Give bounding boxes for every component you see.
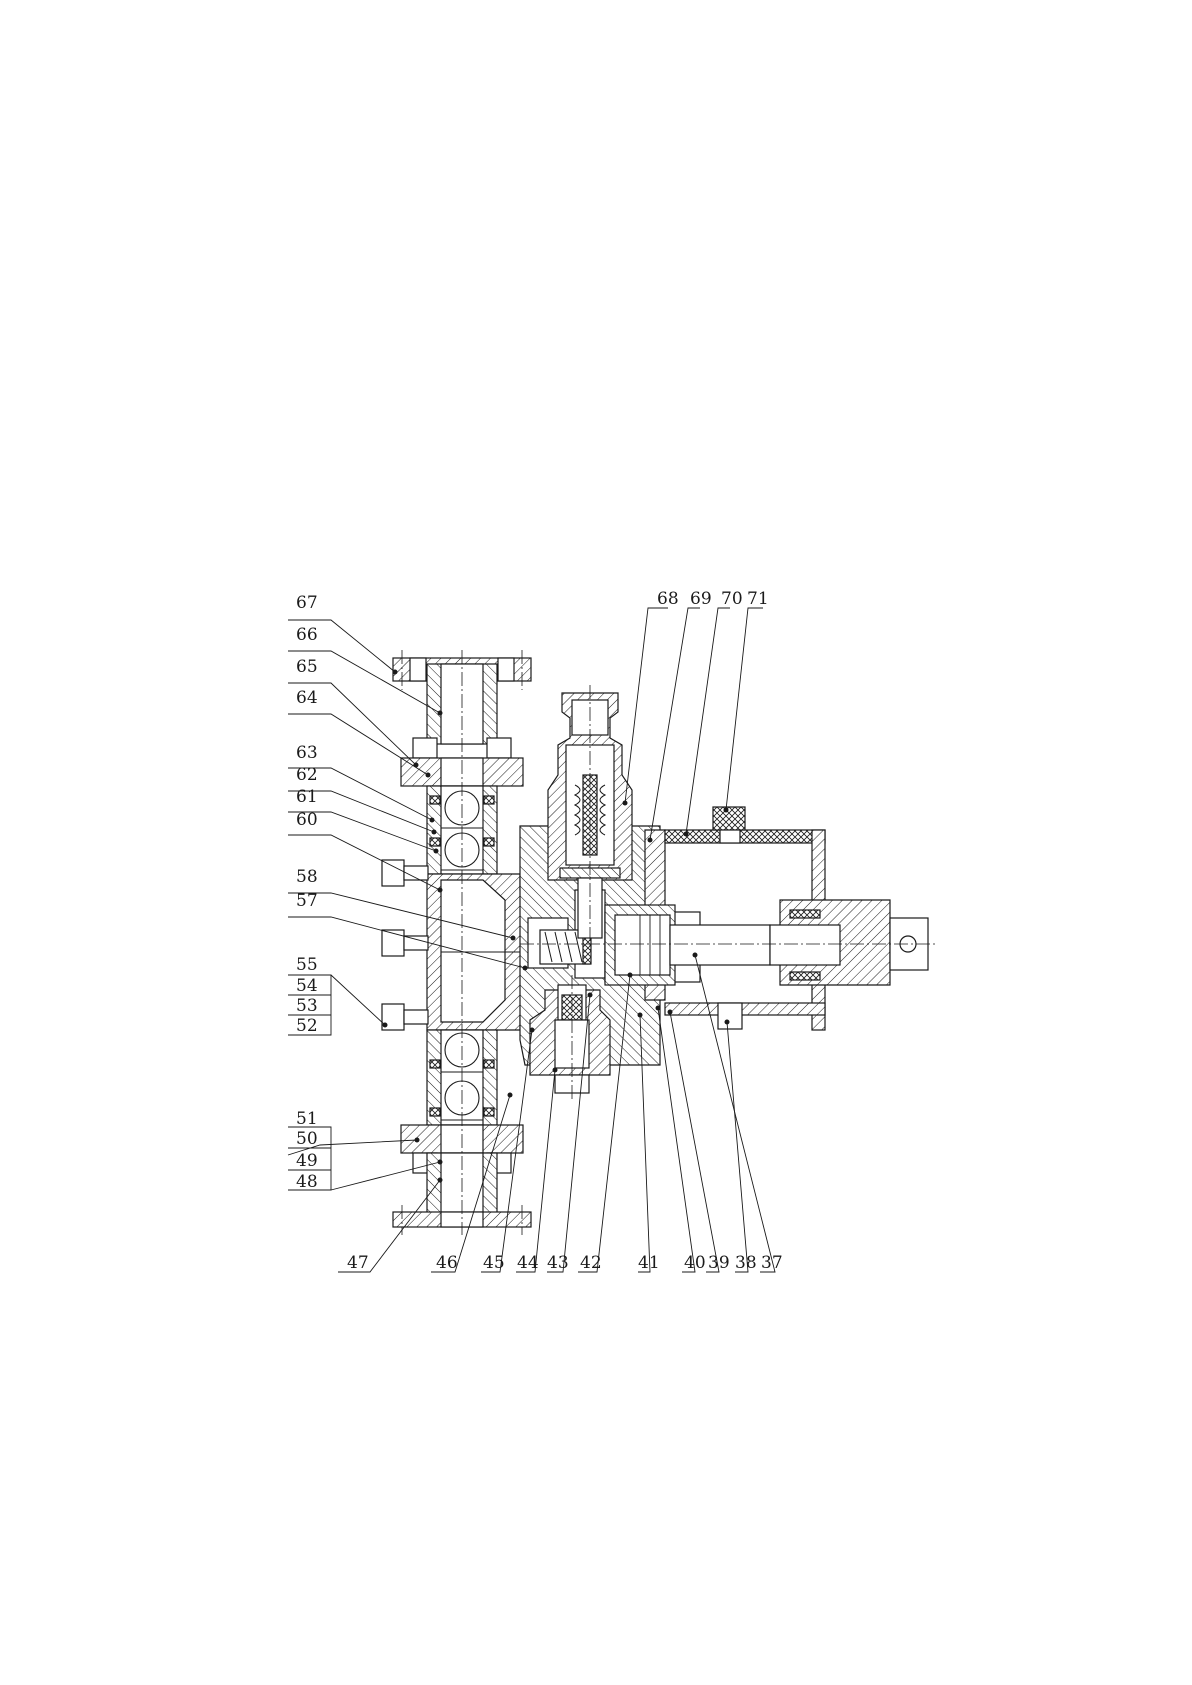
label-41: 41 <box>638 1253 660 1273</box>
label-49: 49 <box>296 1151 318 1171</box>
plunger-rod <box>670 925 770 965</box>
oil-plug <box>713 807 745 830</box>
label-62: 62 <box>296 765 318 785</box>
label-66: 66 <box>296 625 318 645</box>
label-61: 61 <box>296 787 318 807</box>
label-38: 38 <box>735 1253 757 1273</box>
label-53: 53 <box>296 996 318 1016</box>
label-58: 58 <box>296 867 318 887</box>
label-64: 64 <box>296 688 318 708</box>
label-46: 46 <box>436 1253 458 1273</box>
label-54: 54 <box>296 976 318 996</box>
label-55: 55 <box>296 955 318 975</box>
label-65: 65 <box>296 657 318 677</box>
label-47: 47 <box>347 1253 369 1273</box>
label-67: 67 <box>296 593 318 613</box>
label-60: 60 <box>296 810 318 830</box>
label-43: 43 <box>547 1253 569 1273</box>
top-labels: 68 69 70 71 <box>657 589 769 609</box>
label-52: 52 <box>296 1016 318 1036</box>
label-44: 44 <box>517 1253 539 1273</box>
label-68: 68 <box>657 589 679 609</box>
label-45: 45 <box>483 1253 505 1273</box>
label-42: 42 <box>580 1253 602 1273</box>
label-63: 63 <box>296 743 318 763</box>
housing-top-wall <box>665 830 825 843</box>
label-39: 39 <box>708 1253 730 1273</box>
label-40: 40 <box>684 1253 706 1273</box>
bottom-labels: 47 46 45 44 43 42 41 40 39 38 37 <box>347 1253 783 1273</box>
label-71: 71 <box>747 589 769 609</box>
label-69: 69 <box>690 589 712 609</box>
label-48: 48 <box>296 1172 318 1192</box>
label-57: 57 <box>296 891 318 911</box>
label-51: 51 <box>296 1109 318 1129</box>
label-50: 50 <box>296 1129 318 1149</box>
label-70: 70 <box>721 589 743 609</box>
label-37: 37 <box>761 1253 783 1273</box>
